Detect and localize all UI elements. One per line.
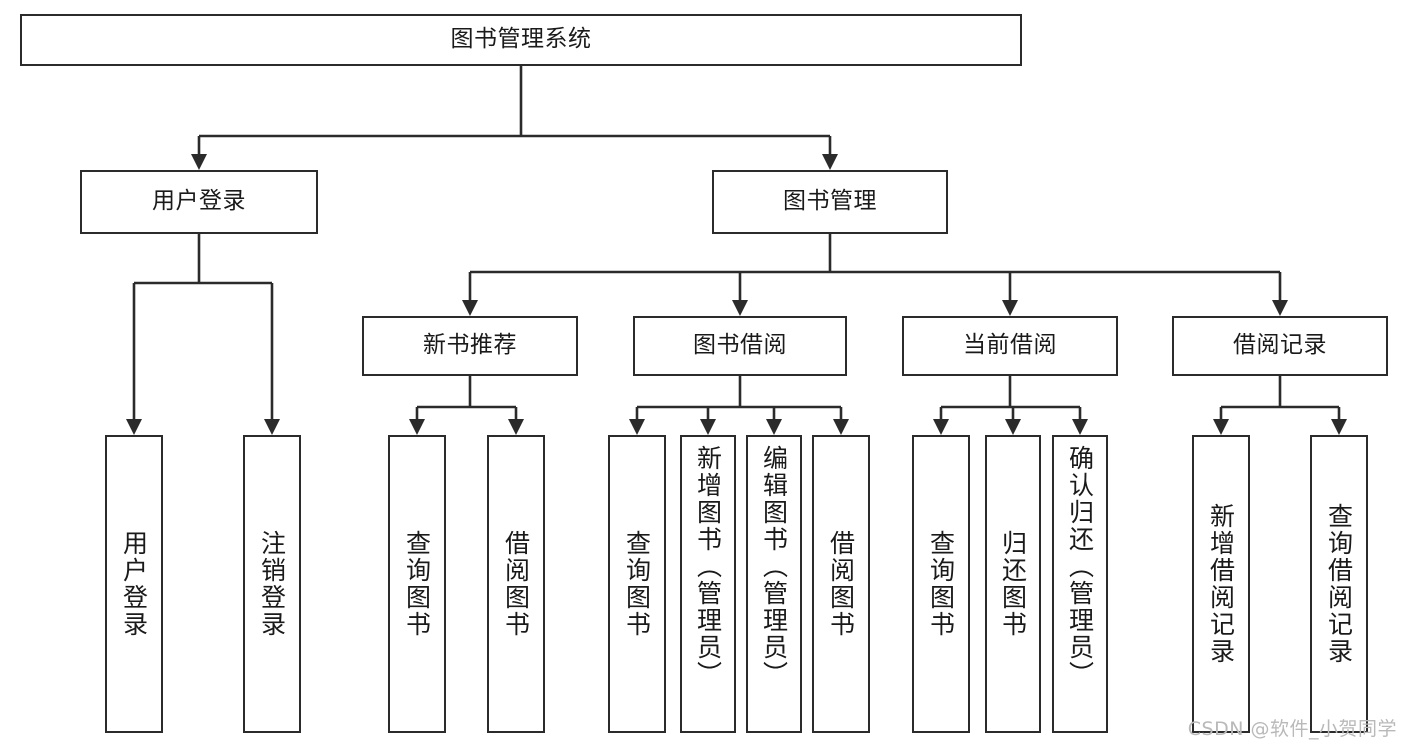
edge-bb-to-leaf4: [833, 407, 849, 435]
arrowhead: [508, 419, 524, 435]
node-book-management[interactable]: 图书管理: [712, 170, 948, 234]
edge-br-to-leaf1: [1213, 407, 1229, 435]
edge-cb-to-leaf3: [1072, 407, 1088, 435]
edge-root-to-user-login: [191, 136, 207, 170]
edge-cb-to-leaf1: [933, 407, 949, 435]
arrowhead: [1272, 300, 1288, 316]
arrowhead: [191, 154, 207, 170]
node-borrow-record[interactable]: 借阅记录: [1172, 316, 1388, 376]
node-leaf-add-book-admin[interactable]: 新增图书（管理员）: [680, 435, 736, 733]
arrowhead: [766, 419, 782, 435]
node-label: 用户登录: [119, 530, 149, 638]
node-label: 借阅图书: [826, 530, 856, 638]
edge-br-to-leaf2: [1331, 407, 1347, 435]
arrowhead: [126, 419, 142, 435]
node-label: 查询图书: [926, 530, 956, 638]
node-leaf-borrow-book[interactable]: 借阅图书: [812, 435, 870, 733]
arrowhead: [1072, 419, 1088, 435]
node-label: 确认归还（管理员）: [1065, 445, 1095, 688]
arrowhead: [264, 419, 280, 435]
node-user-login[interactable]: 用户登录: [80, 170, 318, 234]
edge-bb-to-leaf3: [766, 407, 782, 435]
arrowhead: [409, 419, 425, 435]
arrowhead: [700, 419, 716, 435]
edge-new-book-to-leaf2: [508, 407, 524, 435]
arrowhead: [732, 300, 748, 316]
node-label: 图书管理: [783, 188, 877, 215]
node-leaf-query-book-borrow[interactable]: 查询图书: [608, 435, 666, 733]
node-label: 注销登录: [257, 530, 287, 638]
edge-bb-to-leaf1: [629, 407, 645, 435]
arrowhead: [822, 154, 838, 170]
edge-root-to-book-management: [822, 136, 838, 170]
node-label: 借阅图书: [501, 530, 531, 638]
node-label: 图书借阅: [693, 332, 787, 359]
arrowhead: [833, 419, 849, 435]
edge-cb-to-leaf2: [1005, 407, 1021, 435]
node-leaf-query-book-current[interactable]: 查询图书: [912, 435, 970, 733]
node-leaf-edit-book-admin[interactable]: 编辑图书（管理员）: [746, 435, 802, 733]
node-leaf-query-borrow-record[interactable]: 查询借阅记录: [1310, 435, 1368, 733]
csdn-watermark: CSDN @软件_小贺同学: [1187, 718, 1397, 740]
node-label: 当前借阅: [963, 332, 1057, 359]
node-leaf-query-book-recommend[interactable]: 查询图书: [388, 435, 446, 733]
node-label: 查询图书: [402, 530, 432, 638]
node-label: 新书推荐: [423, 332, 517, 359]
node-leaf-borrow-book-recommend[interactable]: 借阅图书: [487, 435, 545, 733]
arrowhead: [1331, 419, 1347, 435]
node-current-borrow[interactable]: 当前借阅: [902, 316, 1118, 376]
arrowhead: [629, 419, 645, 435]
node-leaf-return-book[interactable]: 归还图书: [985, 435, 1041, 733]
node-root-title-node[interactable]: 图书管理系统: [20, 14, 1022, 66]
node-label: 编辑图书（管理员）: [759, 445, 789, 688]
node-leaf-add-borrow-record[interactable]: 新增借阅记录: [1192, 435, 1250, 733]
node-book-borrow[interactable]: 图书借阅: [633, 316, 847, 376]
node-label: 归还图书: [998, 530, 1028, 638]
edge-user-login-to-leaf1: [126, 283, 142, 435]
arrowhead: [1005, 419, 1021, 435]
node-label: 图书管理系统: [450, 26, 592, 53]
node-label: 查询借阅记录: [1324, 503, 1354, 665]
arrowhead: [1002, 300, 1018, 316]
edge-bm-to-new-book: [462, 272, 478, 316]
edge-bb-to-leaf2: [700, 407, 716, 435]
node-label: 新增借阅记录: [1206, 503, 1236, 665]
arrowhead: [462, 300, 478, 316]
node-leaf-logout-login[interactable]: 注销登录: [243, 435, 301, 733]
edge-new-book-to-leaf1: [409, 407, 425, 435]
edge-bm-to-current-borrow: [1002, 272, 1018, 316]
node-label: 借阅记录: [1233, 332, 1327, 359]
arrowhead: [1213, 419, 1229, 435]
node-new-book-recommend[interactable]: 新书推荐: [362, 316, 578, 376]
arrowhead: [933, 419, 949, 435]
node-label: 用户登录: [152, 188, 246, 215]
edge-bm-to-book-borrow: [732, 272, 748, 316]
node-leaf-user-login[interactable]: 用户登录: [105, 435, 163, 733]
node-leaf-confirm-return-admin[interactable]: 确认归还（管理员）: [1052, 435, 1108, 733]
edge-user-login-to-leaf2: [264, 283, 280, 435]
edge-bm-to-borrow-record: [1272, 272, 1288, 316]
node-label: 新增图书（管理员）: [693, 445, 723, 688]
node-label: 查询图书: [622, 530, 652, 638]
